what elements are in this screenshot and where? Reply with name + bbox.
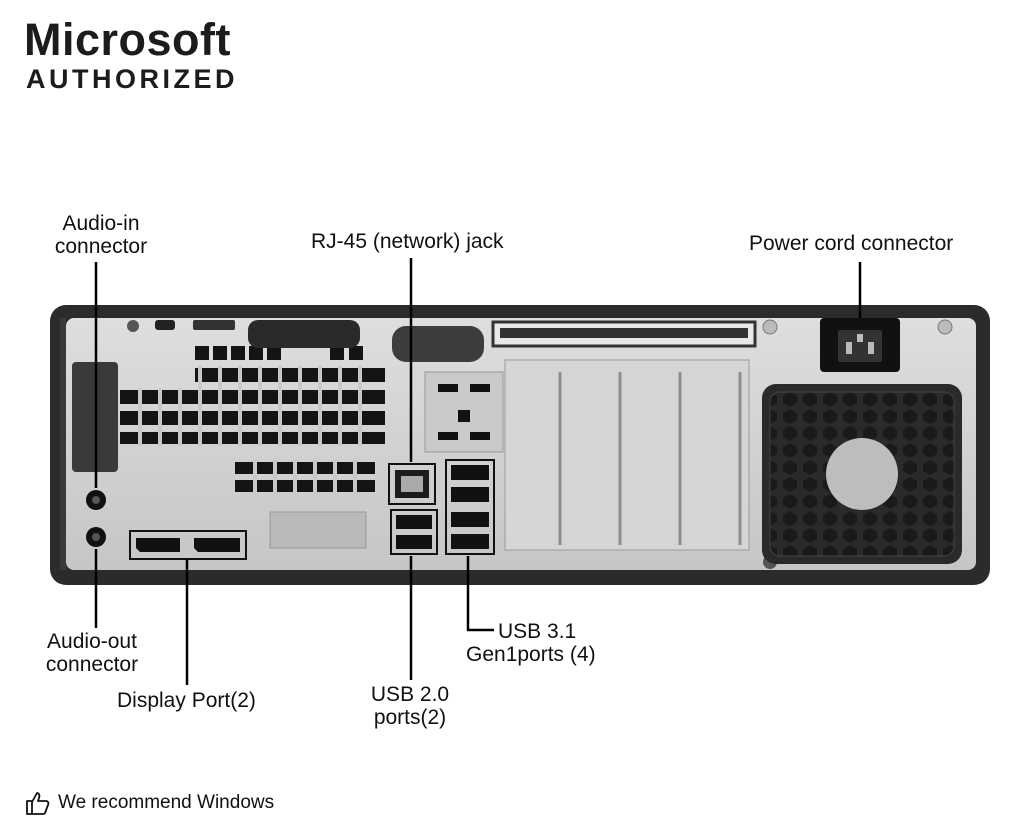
usb31-port-1	[451, 465, 489, 480]
usb2-port-2	[396, 535, 432, 549]
screw-icon	[762, 319, 778, 335]
serial-port	[193, 320, 235, 330]
brand-title: Microsoft	[24, 14, 231, 65]
rj45-outline	[388, 463, 436, 505]
label-power: Power cord connector	[749, 232, 954, 255]
label-usb31-line2: Gen1ports (4)	[466, 643, 596, 666]
label-audio-out-line1: Audio-out	[47, 630, 137, 653]
usb31-port-4	[451, 534, 489, 549]
label-usb2-line1: USB 2.0	[370, 683, 450, 706]
label-usb31: USB 3.1 Gen1ports (4)	[466, 620, 616, 666]
footer: We recommend Windows	[24, 788, 274, 818]
expansion-slots	[491, 320, 757, 551]
label-rj45: RJ-45 (network) jack	[311, 230, 504, 253]
label-usb2-line2: ports(2)	[373, 706, 447, 729]
audio-out-jack	[86, 527, 106, 547]
brand-subtitle: AUTHORIZED	[26, 64, 238, 94]
usb31-port-2	[451, 487, 489, 502]
power-connector	[820, 318, 900, 372]
screw-icon	[127, 320, 139, 332]
label-usb31-line1: USB 3.1	[498, 620, 577, 643]
label-audio-in: Audio-in connector	[46, 212, 156, 258]
thumbs-up-icon	[26, 792, 50, 815]
handle	[248, 320, 360, 348]
access-latch	[392, 326, 484, 362]
label-usb2: USB 2.0 ports(2)	[362, 683, 458, 729]
label-display-port: Display Port(2)	[117, 689, 256, 712]
label-audio-out-line2: connector	[45, 653, 139, 676]
screw-icon	[937, 319, 953, 335]
fan-grill	[762, 384, 962, 564]
blank-cover	[269, 511, 367, 549]
usb31-port-3	[451, 512, 489, 527]
rj45-port	[395, 470, 429, 498]
footer-text: We recommend Windows	[58, 792, 275, 813]
vent-dividers	[138, 366, 362, 494]
usb2-port-1	[396, 515, 432, 529]
label-audio-in-line1: Audio-in	[62, 212, 140, 235]
label-audio-out: Audio-out connector	[36, 630, 148, 676]
display-port-1	[136, 538, 180, 552]
display-port-2	[194, 538, 240, 552]
audio-in-jack	[86, 490, 106, 510]
callout-usb31	[466, 556, 494, 632]
io-shield-cutouts	[424, 371, 504, 453]
usb2-outline	[390, 509, 438, 555]
security-slot	[155, 320, 175, 330]
label-audio-in-line2: connector	[54, 235, 148, 258]
usb31-outline	[445, 459, 495, 555]
